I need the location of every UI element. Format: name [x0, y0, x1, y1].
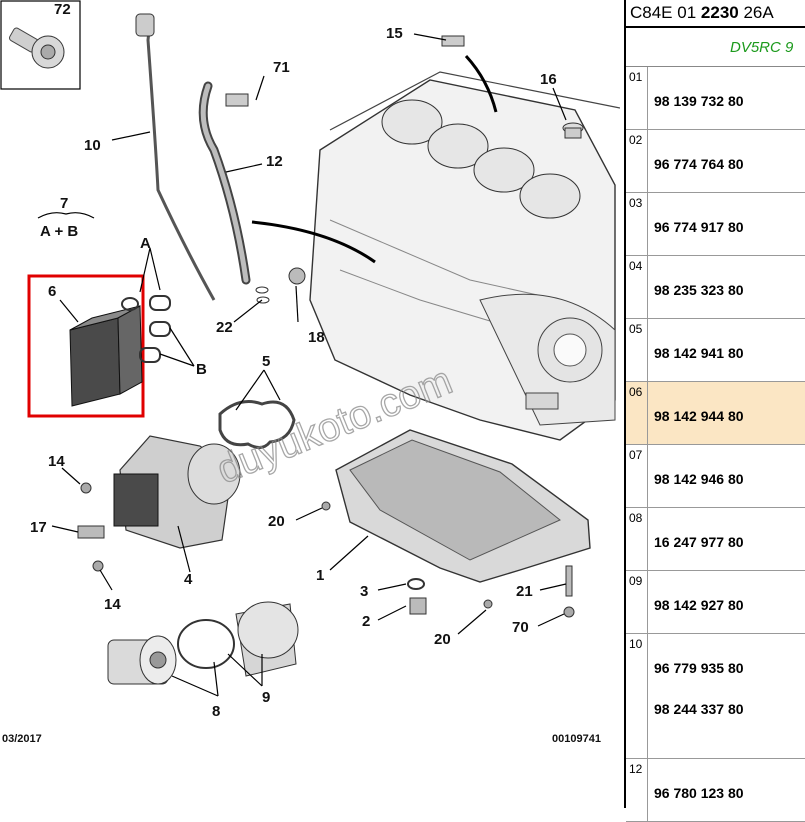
part-number[interactable]: 96 774 917 80: [654, 219, 744, 235]
callout-20-bottom: 20: [434, 631, 451, 648]
part-6-highlight-box[interactable]: [27, 274, 145, 418]
part-number[interactable]: 98 142 944 80: [654, 408, 744, 424]
part-number[interactable]: 98 244 337 80: [654, 701, 744, 717]
diagram-canvas: 72 15 71 16 10 12 7 A + B A 6 B 22 18 5 …: [0, 0, 620, 745]
part-1-oil-pan[interactable]: [321, 429, 591, 618]
tube-leader-line: [251, 220, 376, 264]
callout-22: 22: [216, 319, 233, 336]
callout-18: 18: [308, 329, 325, 346]
callout-17: 17: [30, 519, 47, 536]
callout-15: 15: [386, 25, 403, 42]
part-row-number: 10: [626, 634, 648, 758]
part-number[interactable]: 98 139 732 80: [654, 93, 744, 109]
part-8-oil-filter[interactable]: [107, 635, 177, 685]
header-suffix: 26A: [743, 3, 774, 22]
callout-72: 72: [54, 1, 71, 18]
footer-ref: 00109741: [552, 733, 601, 745]
part-row-number: 06: [626, 382, 648, 444]
callout-10: 10: [84, 137, 101, 154]
callout-14-top: 14: [48, 453, 65, 470]
header-code: 2230: [700, 3, 739, 22]
part-row-10[interactable]: 10 96 779 935 80 98 244 337 80: [626, 634, 805, 759]
callout-14-bottom: 14: [104, 596, 121, 613]
part-row-04[interactable]: 04 98 235 323 80: [626, 256, 805, 319]
part-number[interactable]: 98 142 941 80: [654, 345, 744, 361]
part-number[interactable]: 98 235 323 80: [654, 282, 744, 298]
header-prefix: C84E 01: [630, 3, 697, 22]
callout-1: 1: [316, 567, 324, 584]
part-row-number: 03: [626, 193, 648, 255]
callout-20-top: 20: [268, 513, 285, 530]
part-row-number: 04: [626, 256, 648, 318]
part-number[interactable]: 96 779 935 80: [654, 660, 744, 676]
panel-header: C84E 01 2230 26A: [626, 0, 805, 28]
part-number[interactable]: 16 247 977 80: [654, 534, 744, 550]
callout-71: 71: [273, 59, 290, 76]
callout-21: 21: [516, 583, 533, 600]
part-4-filter-housing[interactable]: [77, 435, 241, 572]
callout-12: 12: [266, 153, 283, 170]
part-9-oil-filter-cap[interactable]: [177, 601, 299, 677]
callout-3: 3: [360, 583, 368, 600]
part-10-dipstick[interactable]: [135, 13, 216, 301]
part-number[interactable]: 96 774 764 80: [654, 156, 744, 172]
footer-date: 03/2017: [2, 733, 42, 745]
part-row-08[interactable]: 08 16 247 977 80: [626, 508, 805, 571]
callout-a-plus-b: A + B: [40, 223, 78, 240]
part-number[interactable]: 98 142 946 80: [654, 471, 744, 487]
callout-16: 16: [540, 71, 557, 88]
part-row-number: 12: [626, 759, 648, 821]
callout-9: 9: [262, 689, 270, 706]
callout-4: 4: [184, 571, 193, 588]
callout-a: A: [140, 235, 151, 252]
part-row-number: 02: [626, 130, 648, 192]
exploded-parts-diagram: 72 15 71 16 10 12 7 A + B A 6 B 22 18 5 …: [0, 0, 620, 745]
part-22-seals[interactable]: [255, 286, 270, 304]
part-number[interactable]: 98 142 927 80: [654, 597, 744, 613]
part-row-number: 07: [626, 445, 648, 507]
part-row-09[interactable]: 09 98 142 927 80: [626, 571, 805, 634]
part-72-inset[interactable]: [0, 0, 81, 90]
part-number[interactable]: 96 780 123 80: [654, 785, 744, 801]
part-15-sensor[interactable]: [441, 35, 498, 113]
part-row-number: 05: [626, 319, 648, 381]
callout-6: 6: [48, 283, 56, 300]
callout-5: 5: [262, 353, 270, 370]
leader-lines: [37, 33, 567, 697]
part-row-06[interactable]: 06 98 142 944 80: [626, 382, 805, 445]
part-row-02[interactable]: 02 96 774 764 80: [626, 130, 805, 193]
part-row-03[interactable]: 03 96 774 917 80: [626, 193, 805, 256]
engine-code: DV5RC 9: [626, 28, 805, 67]
part-row-number: 09: [626, 571, 648, 633]
callout-2: 2: [362, 613, 370, 630]
parts-list-panel: C84E 01 2230 26A DV5RC 9 01 98 139 732 80…: [624, 0, 805, 822]
engine-block[interactable]: [309, 71, 620, 441]
part-row-12[interactable]: 12 96 780 123 80: [626, 759, 805, 822]
part-row-number: 08: [626, 508, 648, 570]
callout-7: 7: [60, 195, 68, 212]
part-5-gasket[interactable]: [218, 400, 296, 449]
parts-rows: 01 98 139 732 80 02 96 774 764 80 03 96 774 9…: [626, 67, 805, 822]
part-row-07[interactable]: 07 98 142 946 80: [626, 445, 805, 508]
callout-70: 70: [512, 619, 529, 636]
part-row-05[interactable]: 05 98 142 941 80: [626, 319, 805, 382]
part-3-washer[interactable]: [407, 578, 425, 590]
part-row-01[interactable]: 01 98 139 732 80: [626, 67, 805, 130]
part-2-drain-plug[interactable]: [409, 597, 427, 615]
callout-8: 8: [212, 703, 220, 720]
part-18-plug[interactable]: [288, 267, 306, 285]
part-12-dipstick-tube[interactable]: [198, 81, 251, 285]
part-16-plug[interactable]: [562, 122, 584, 139]
part-row-number: 01: [626, 67, 648, 129]
callout-b: B: [196, 361, 207, 378]
